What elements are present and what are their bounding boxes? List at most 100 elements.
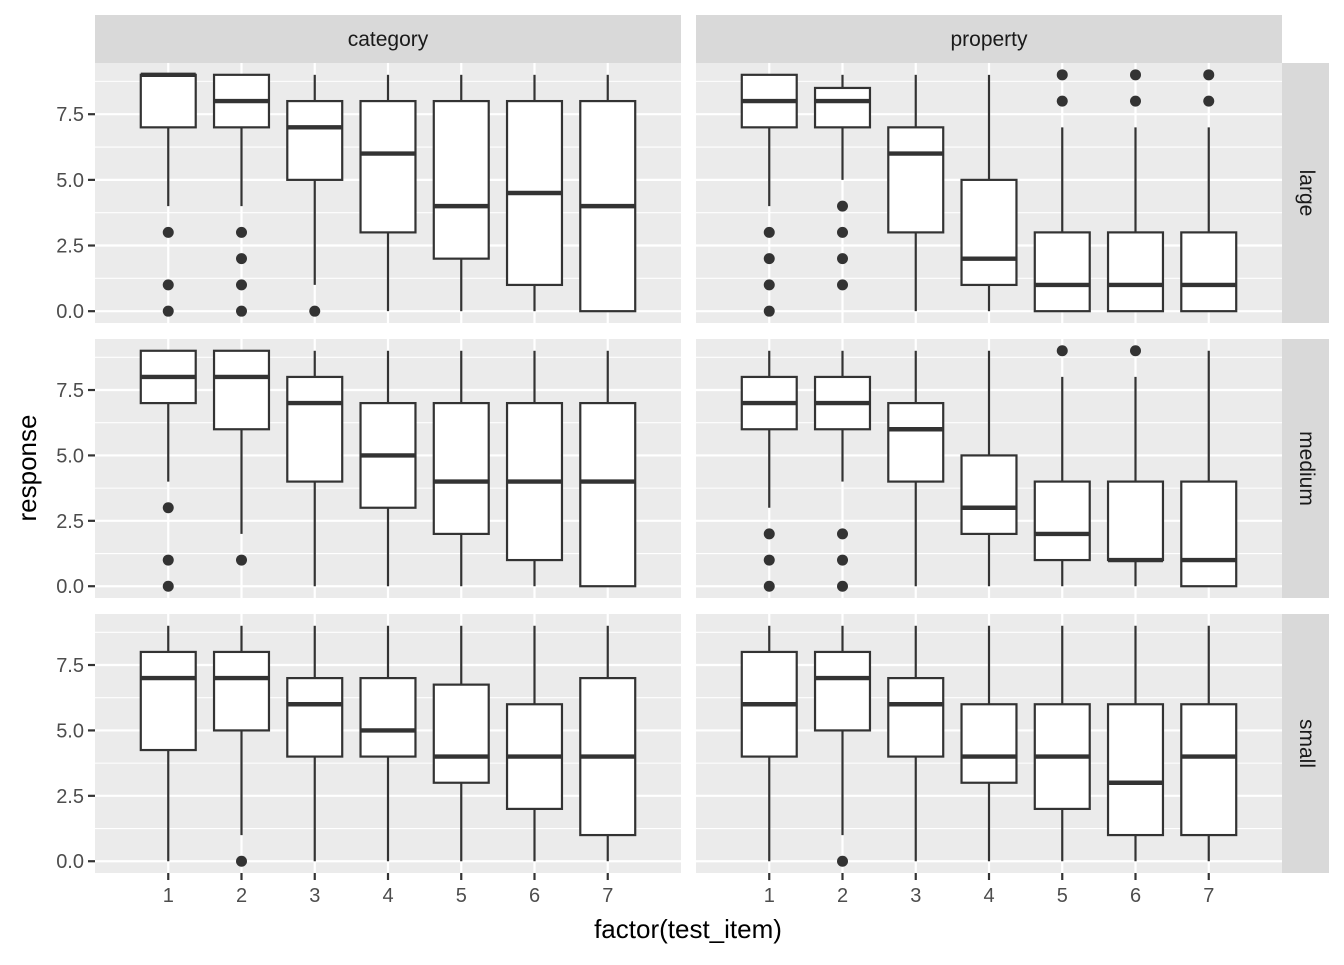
box-property-small-5 [1033,625,1091,862]
outlier-point [837,279,848,291]
outlier-point [837,580,848,592]
box-iqr [579,401,637,588]
box-iqr [1033,231,1091,313]
x-tick-label: 1 [764,885,775,907]
box-iqr [212,349,271,431]
box-property-medium-7 [1180,350,1238,588]
facet-strip-category [95,15,681,63]
box-category-small-2 [212,625,271,867]
outlier-point [309,305,321,317]
box-iqr [887,126,945,234]
facet-strip-property [696,15,1282,63]
box-property-small-6 [1106,625,1165,862]
box-iqr [212,650,271,732]
panel-category-medium [95,339,681,598]
x-tick-label: 4 [382,885,393,907]
y-tick-label: 5.0 [56,720,84,742]
box-property-small-1 [740,625,798,862]
outlier-point [763,305,775,317]
box-iqr [139,650,197,752]
box-category-small-6 [505,625,564,862]
facet-strip-small [1282,614,1329,873]
box-category-small-7 [579,625,637,862]
box-iqr [1180,231,1238,313]
outlier-point [763,554,775,566]
box-iqr [286,676,344,758]
outlier-point [837,528,848,540]
box-iqr [960,178,1018,287]
panel-category-small [95,614,681,873]
box-iqr [813,650,872,732]
x-tick-label: 3 [309,885,320,907]
box-category-medium-5 [432,350,490,587]
x-tick-label: 1 [163,885,174,907]
y-tick-label: 2.5 [56,511,84,533]
box-property-small-2 [813,625,872,867]
panel-property-small [696,614,1282,873]
y-tick-label: 0.0 [56,301,84,323]
box-property-medium-6 [1106,345,1165,587]
x-tick-label: 5 [456,885,467,907]
box-property-medium-1 [740,350,798,592]
outlier-point [162,554,174,566]
panel-property-medium [696,339,1282,598]
outlier-point [837,200,848,212]
y-tick-label: 7.5 [56,380,84,402]
panel-category-large [95,63,681,323]
x-tick-label: 4 [983,885,994,907]
outlier-point [837,253,848,265]
y-axis-title: response [12,415,42,522]
y-tick-label: 0.0 [56,851,84,873]
outlier-point [763,580,775,592]
box-category-small-3 [286,625,344,862]
x-tick-label: 6 [529,885,540,907]
x-tick-label: 2 [236,885,247,907]
box-category-small-4 [359,625,417,862]
box-iqr [1106,703,1165,837]
facet-strip-large [1282,63,1329,323]
y-tick-label: 7.5 [56,104,84,126]
box-category-medium-2 [212,349,271,566]
box-property-medium-3 [887,350,945,587]
box-category-medium-4 [359,350,417,587]
box-category-large-5 [432,74,490,312]
x-tick-label: 6 [1130,885,1141,907]
box-iqr [1106,231,1165,313]
outlier-point [236,279,247,291]
outlier-point [1130,69,1141,81]
box-iqr [1106,480,1165,562]
outlier-point [837,226,848,238]
outlier-point [837,554,848,566]
x-axis-title: factor(test_item) [594,914,782,944]
box-property-large-5 [1033,69,1091,313]
x-tick-label: 3 [910,885,921,907]
x-tick-label: 7 [1203,885,1214,907]
box-category-medium-1 [139,349,197,592]
box-category-large-2 [212,73,271,317]
box-property-medium-4 [960,350,1018,587]
box-category-small-5 [432,625,490,862]
box-category-large-1 [139,72,197,317]
outlier-point [236,305,247,317]
box-iqr [432,99,490,260]
facet-label-medium: medium [1295,431,1318,506]
box-iqr [1180,703,1238,837]
x-tick-label: 2 [837,885,848,907]
outlier-point [763,528,775,540]
facet-label-category: category [348,28,429,51]
box-iqr [960,703,1018,784]
outlier-point [763,253,775,265]
box-property-small-3 [887,625,945,862]
box-category-medium-7 [579,350,637,588]
y-tick-label: 2.5 [56,236,84,258]
box-property-large-2 [813,74,872,291]
outlier-point [236,554,247,566]
y-tick-label: 5.0 [56,445,84,467]
outlier-point [236,855,247,867]
box-category-medium-3 [286,350,344,587]
outlier-point [236,226,247,238]
facet-label-property: property [950,28,1028,51]
outlier-point [763,279,775,291]
